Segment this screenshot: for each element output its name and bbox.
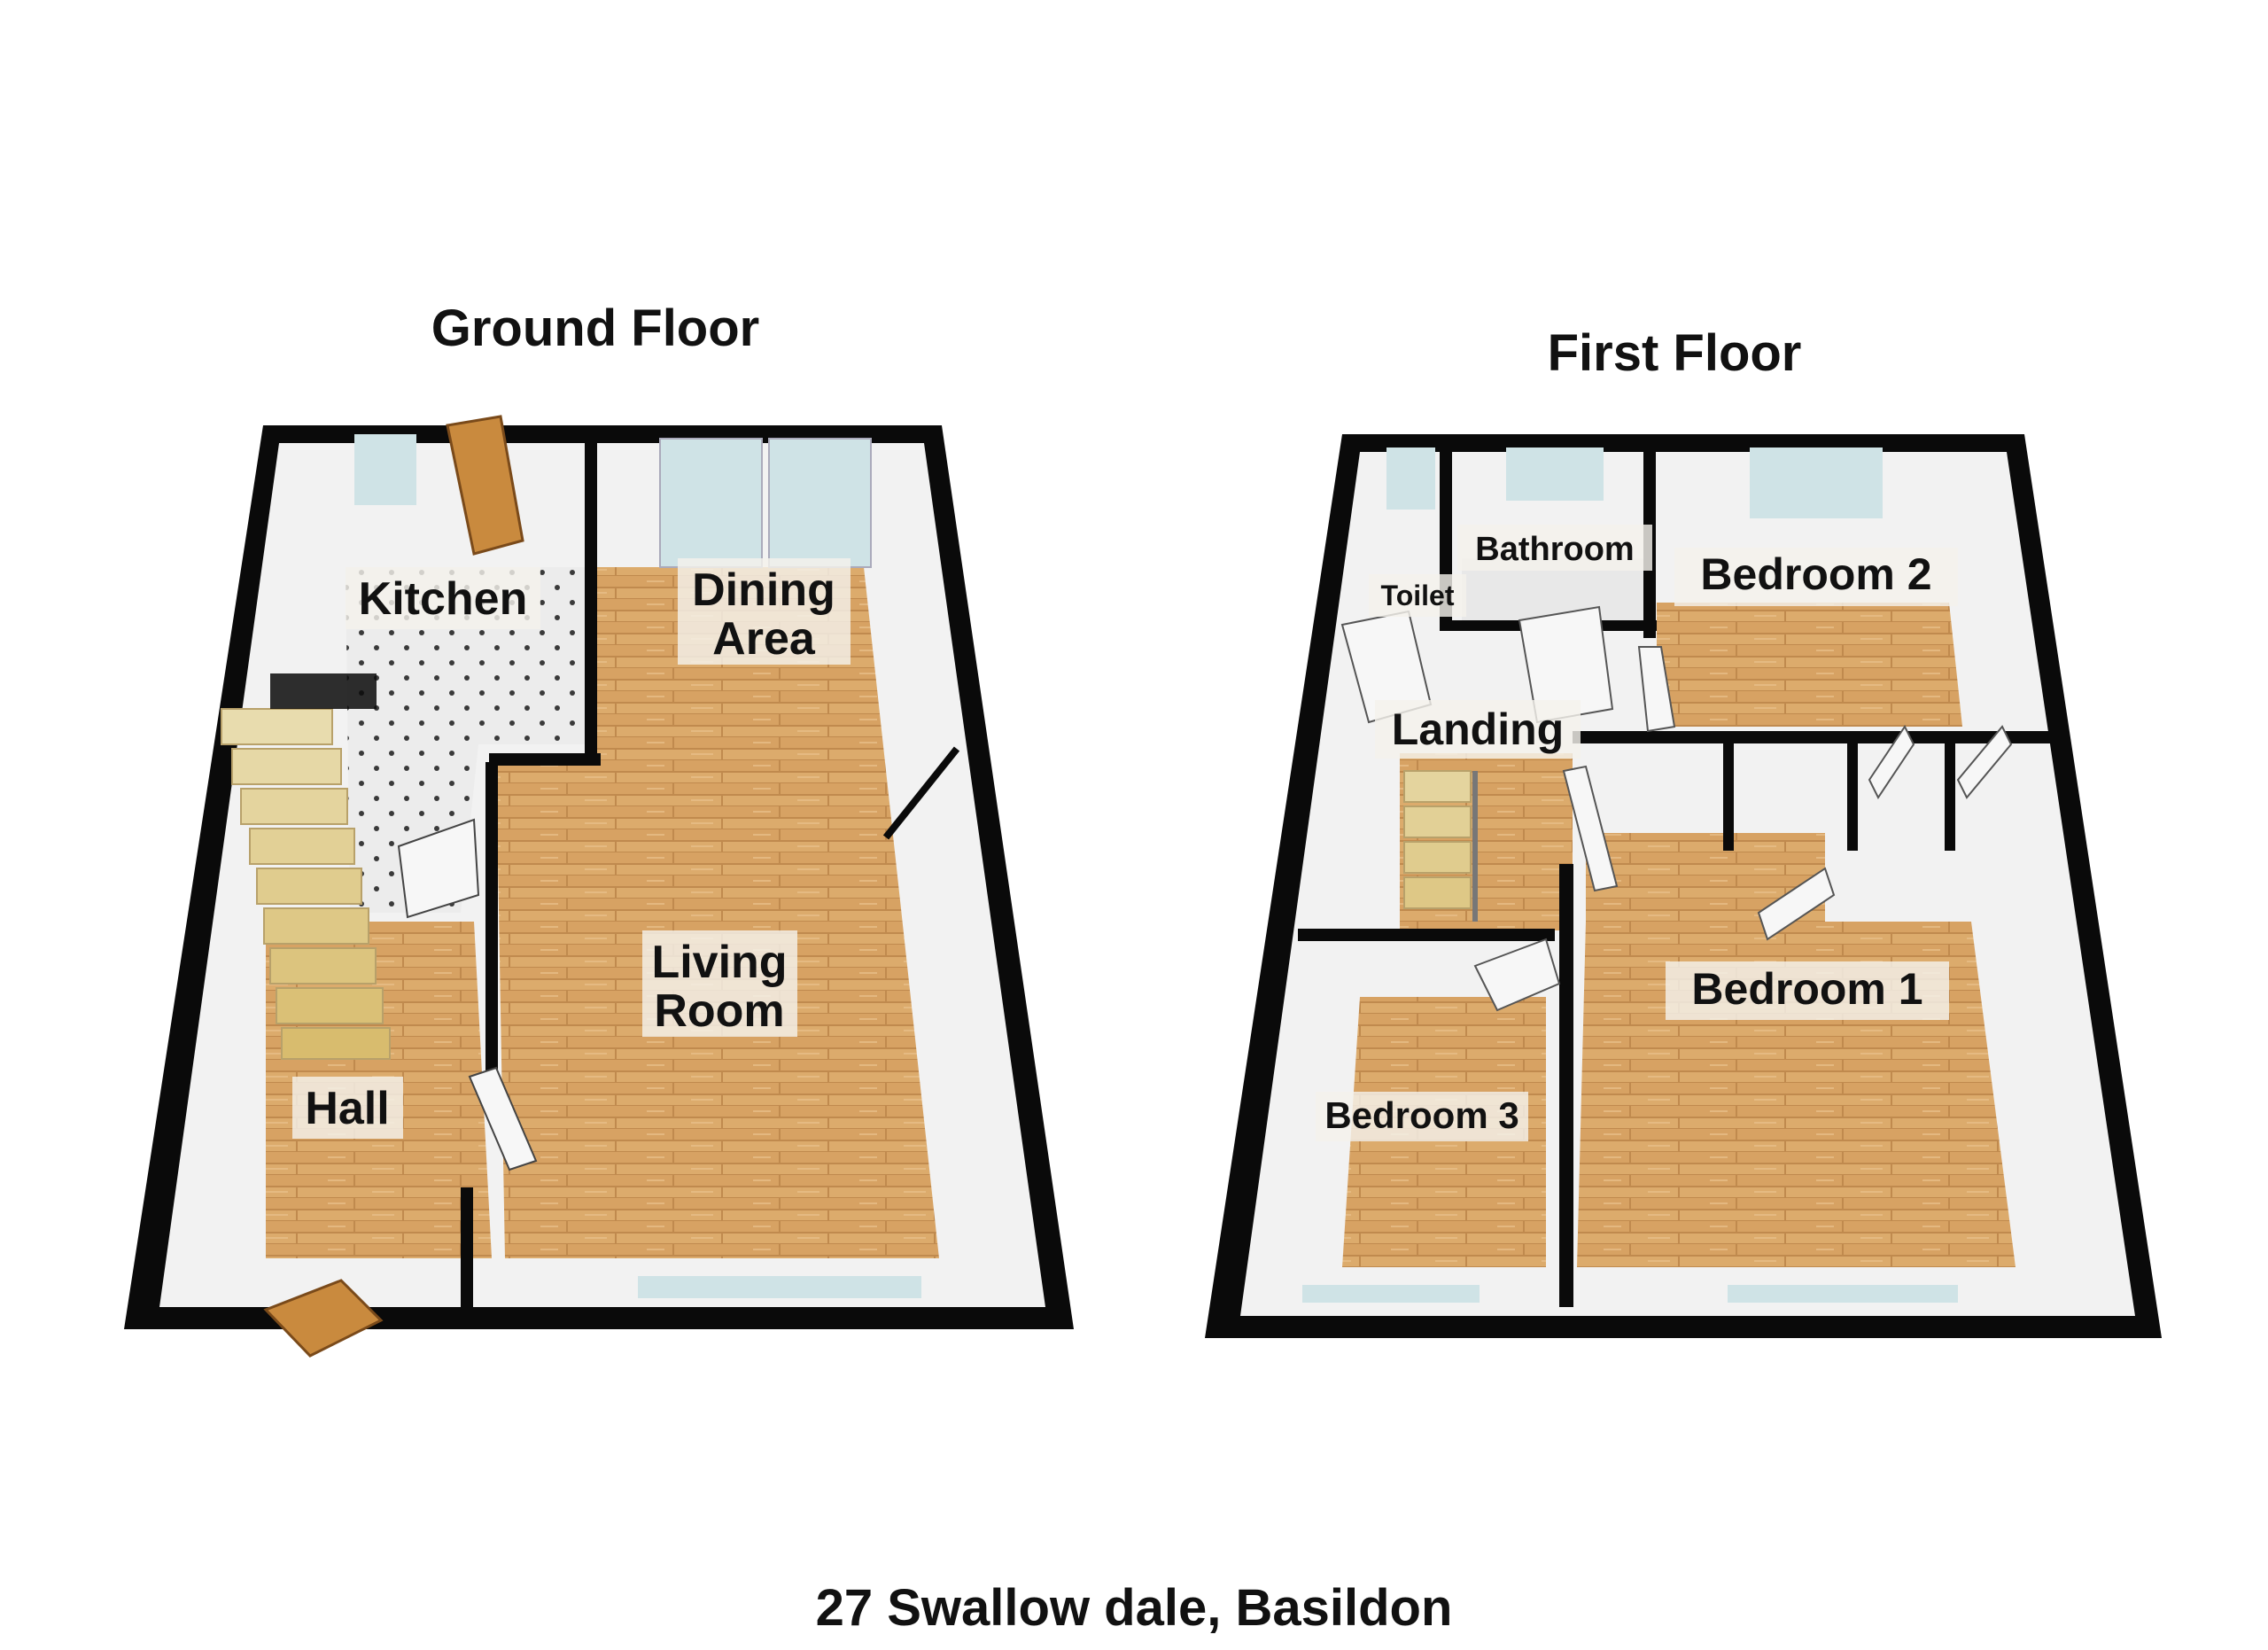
- bedroom-1-label: Bedroom 1: [1691, 964, 1922, 1014]
- living-side-wall-detail: [882, 746, 960, 840]
- first-floor-plan: First Floor Bathroom Toilet Bedroom 2 La…: [1205, 324, 2162, 1338]
- kitchen-dining-wall: [585, 434, 597, 753]
- staircase: [221, 673, 391, 1060]
- living-label-line2: Room: [654, 985, 784, 1037]
- kitchen-back-door: [446, 415, 524, 556]
- kitchen-floor: [346, 567, 598, 913]
- first-floor-title: First Floor: [1548, 324, 1802, 382]
- landing-staircase: [1403, 770, 1478, 922]
- hall-living-wall-stub: [461, 1187, 473, 1311]
- cupboard-wall-3: [1945, 740, 1955, 851]
- hall-label: Hall: [305, 1083, 389, 1134]
- bedroom-2-label-bg: [1674, 548, 1958, 606]
- toilet-label: Toilet: [1381, 580, 1455, 611]
- property-address: 27 Swallow dale, Basildon: [816, 1579, 1453, 1637]
- kitchen-label: Kitchen: [359, 573, 528, 625]
- landing-bedroom1-wall: [1573, 731, 2064, 743]
- landing-label-bg: [1375, 700, 1581, 759]
- cupboard-door-2: [1868, 725, 1915, 799]
- bedroom-3-window: [1302, 1285, 1480, 1303]
- bedroom-3-label: Bedroom 3: [1324, 1094, 1518, 1136]
- front-door: [263, 1279, 384, 1358]
- bathroom-label-bg: [1457, 525, 1652, 571]
- dining-label-line2: Area: [712, 613, 816, 665]
- bathroom-floor: [1462, 558, 1648, 620]
- bedroom-1-label-bg: [1666, 961, 1949, 1020]
- bedroom-2-door: [1637, 646, 1676, 733]
- kitchen-label-bg: [346, 567, 540, 629]
- dining-window-left: [659, 438, 763, 568]
- dining-label-line1: Dining: [692, 564, 835, 616]
- bathroom-label: Bathroom: [1475, 531, 1634, 568]
- bedroom-1-entry-floor: [1586, 833, 1825, 922]
- living-front-window: [638, 1276, 921, 1298]
- bathroom-door: [1518, 605, 1614, 724]
- living-dining-floor: [496, 567, 939, 1258]
- bedroom-1-window: [1728, 1285, 1958, 1303]
- bedroom-2-window: [1750, 448, 1883, 518]
- toilet-bathroom-wall: [1440, 434, 1452, 620]
- kitchen-door: [397, 818, 480, 919]
- ground-floor-title: Ground Floor: [431, 300, 760, 357]
- dining-label-bg: [678, 558, 850, 665]
- bedroom3-bedroom1-wall: [1559, 864, 1573, 1307]
- living-door: [468, 1066, 538, 1171]
- bedroom-2-floor: [1657, 603, 1962, 727]
- bathroom-window: [1506, 448, 1604, 501]
- landing-label: Landing: [1392, 704, 1564, 754]
- living-label-line1: Living: [651, 937, 787, 988]
- toilet-window: [1386, 448, 1435, 510]
- bedroom-2-label: Bedroom 2: [1700, 549, 1931, 599]
- bedroom-3-label-bg: [1316, 1092, 1528, 1141]
- bedroom3-top-wall: [1298, 929, 1555, 941]
- bedroom-1-door: [1562, 765, 1619, 892]
- cupboard-wall-1: [1723, 740, 1734, 851]
- hall-living-wall-lower: [485, 762, 498, 1081]
- cupboard-door-3: [1956, 725, 2013, 799]
- living-label-bg: [642, 930, 797, 1037]
- dining-window-right: [768, 438, 872, 568]
- hall-living-wall: [489, 753, 601, 766]
- cupboard-wall-2: [1847, 740, 1858, 851]
- bedroom-3-door: [1473, 938, 1561, 1012]
- ground-floor-plan: Ground Floor Kitchen Dining Area Living …: [124, 300, 1074, 1358]
- cupboard-door-1: [1757, 867, 1836, 941]
- kitchen-window: [354, 434, 416, 505]
- hall-label-bg: [292, 1077, 403, 1139]
- toilet-label-bg: [1369, 574, 1466, 617]
